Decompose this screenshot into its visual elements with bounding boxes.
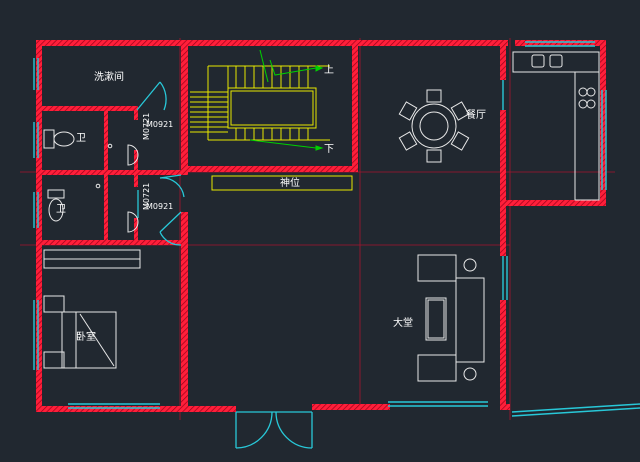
door-code-m0721-b: M0721 [142, 183, 151, 210]
dining-chair-icon [426, 149, 442, 163]
door-code-m0721-a: M0721 [142, 113, 151, 140]
dining-chair-icon [398, 101, 418, 121]
toilet-icon [47, 189, 65, 222]
stair-up-label: 上 [324, 64, 334, 76]
door-code-m0921-a: M0921 [146, 120, 173, 129]
laundry-label: 洗漱间 [94, 70, 124, 83]
kitchen-counter [512, 51, 600, 201]
sink-icon [95, 143, 139, 233]
bed-icon [43, 295, 117, 369]
stove-burner-icon [586, 87, 596, 97]
shrine-label: 神位 [280, 176, 300, 189]
staircase [190, 65, 330, 141]
stove-burner-icon [578, 87, 588, 97]
wardrobe [43, 249, 141, 269]
stove-burner-icon [586, 99, 596, 109]
shrine-bench [211, 175, 353, 191]
living-label: 大堂 [393, 316, 413, 329]
dining-label: 餐厅 [466, 108, 486, 121]
dining-chair-icon [450, 131, 470, 151]
door-code-m0921-b: M0921 [146, 202, 173, 211]
axis-grid [20, 38, 615, 420]
toilet-icon [43, 129, 75, 149]
walls [36, 40, 606, 412]
wc2-label: 卫 [56, 204, 66, 215]
stair-down-label: 下 [324, 144, 334, 155]
sofa-set-icon [417, 254, 485, 382]
windows [33, 41, 640, 417]
dining-chair-icon [426, 89, 442, 103]
stove-burner-icon [578, 99, 588, 109]
dining-chair-icon [450, 101, 470, 121]
bedroom-label: 卧室 [76, 330, 96, 343]
door-swings [136, 81, 313, 449]
dining-table-icon [398, 89, 470, 163]
dining-chair-icon [398, 131, 418, 151]
wc1-label: 卫 [76, 133, 86, 144]
stair-arrows [249, 49, 324, 151]
